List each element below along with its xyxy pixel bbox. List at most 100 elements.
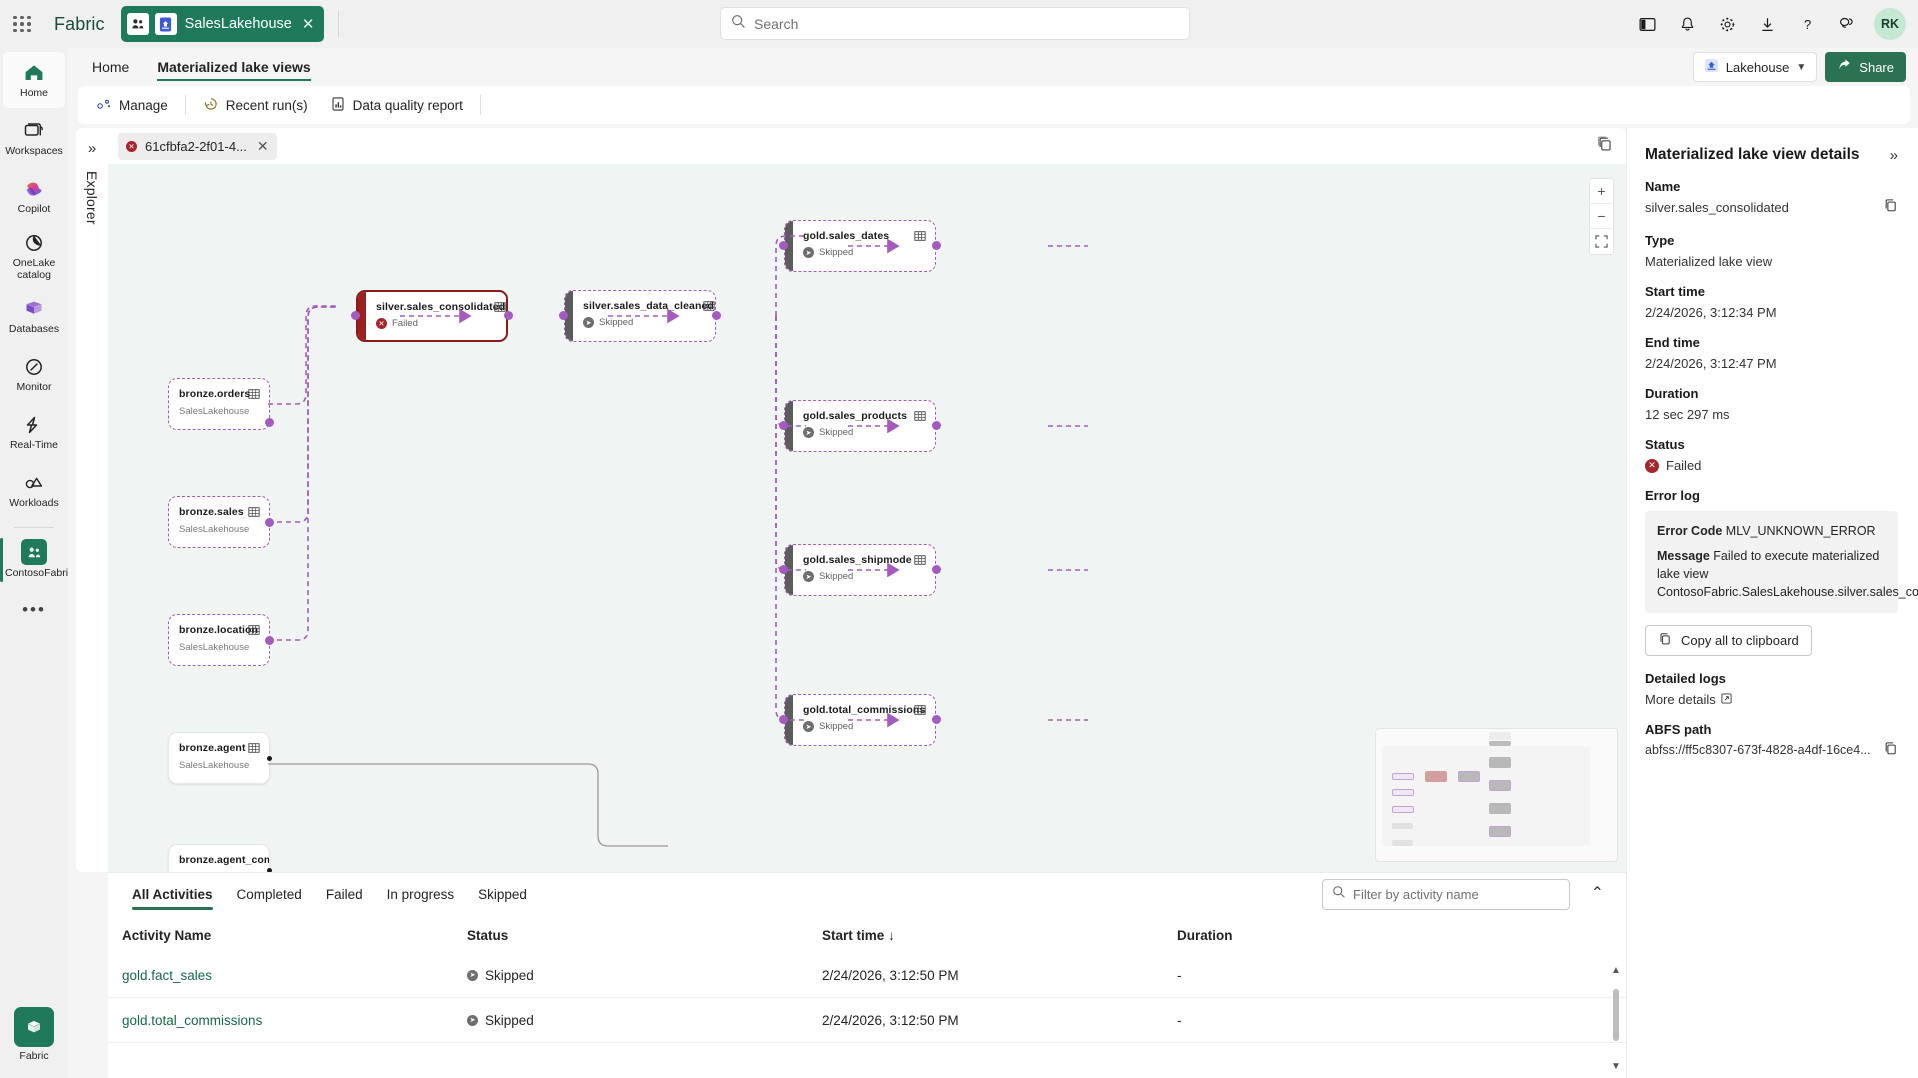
graph-node-gold-total-commissions[interactable]: gold.total_commissions ➤ Skipped (784, 694, 936, 746)
node-title: gold.sales_shipmode (803, 554, 912, 566)
activity-name-link[interactable]: gold.fact_sales (122, 967, 213, 983)
duration-cell: - (1177, 967, 1182, 983)
scrollbar-thumb[interactable] (1613, 989, 1619, 1041)
sidebar-item-workloads[interactable]: Workloads (3, 463, 65, 519)
graph-node-gold-sales-shipmode[interactable]: gold.sales_shipmode ➤ Skipped (784, 544, 936, 596)
page-header: Home Materialized lake views Manage Rece… (68, 48, 1918, 124)
workspace-icon (126, 13, 149, 35)
feedback-icon[interactable] (1828, 5, 1866, 43)
copy-icon[interactable] (1883, 741, 1898, 761)
activity-filter-box[interactable] (1322, 879, 1570, 910)
minimap-viewport[interactable] (1382, 746, 1590, 846)
tab-completed[interactable]: Completed (236, 886, 302, 902)
notifications-bell-icon[interactable] (1668, 5, 1706, 43)
activity-scrollbar[interactable]: ▲ ▼ (1610, 965, 1622, 1072)
graph-node-bronze-agent-commission[interactable]: bronze.agent_commissio... SalesLakehouse (168, 844, 270, 872)
lakehouse-selector[interactable]: Lakehouse ▼ (1692, 52, 1818, 82)
sidebar-item-label: OneLake catalog (12, 257, 56, 281)
graph-node-silver-sales-consolidated[interactable]: silver.sales_consolidated ✕ Failed (356, 290, 508, 342)
zoom-in-button[interactable]: + (1590, 179, 1613, 204)
share-button[interactable]: Share (1825, 52, 1906, 82)
column-header-status[interactable]: Status (467, 927, 509, 943)
activity-panel: All Activities Completed Failed In progr… (108, 872, 1626, 1078)
table-icon (248, 387, 260, 405)
lineage-graph-canvas[interactable]: + − (108, 164, 1626, 872)
panel-toggle-icon[interactable] (1628, 5, 1666, 43)
recent-runs-button[interactable]: Recent run(s) (193, 91, 318, 119)
node-status-label: Skipped (819, 571, 854, 582)
fabric-badge-icon[interactable] (14, 1007, 54, 1047)
fit-to-screen-button[interactable] (1590, 229, 1613, 254)
start-time-cell: 2/24/2026, 3:12:50 PM (822, 1012, 959, 1028)
help-icon[interactable]: ? (1788, 5, 1826, 43)
sidebar-item-contosofabric[interactable]: ContosoFabric (0, 532, 73, 588)
status-badge: ➤ Skipped (467, 968, 822, 983)
download-icon[interactable] (1748, 5, 1786, 43)
table-row[interactable]: gold.fact_sales ➤ Skipped 2/24/2026, 3:1… (108, 953, 1626, 998)
scroll-up-icon[interactable]: ▲ (1611, 965, 1621, 976)
graph-node-bronze-sales[interactable]: bronze.sales SalesLakehouse (168, 496, 270, 548)
collapse-panel-icon[interactable]: ⌃ (1590, 885, 1604, 902)
column-header-duration[interactable]: Duration (1177, 927, 1233, 943)
error-message-key: Message (1657, 549, 1710, 564)
node-port (932, 421, 941, 430)
activity-filter-input[interactable] (1353, 887, 1560, 902)
node-status-label: Skipped (819, 427, 854, 438)
tab-skipped[interactable]: Skipped (478, 886, 527, 902)
column-header-start-time[interactable]: Start time ↓ (822, 927, 895, 943)
artifact-tab-label: SalesLakehouse (184, 16, 292, 32)
graph-node-bronze-agent[interactable]: bronze.agent SalesLakehouse (168, 732, 270, 784)
sidebar-item-workspaces[interactable]: Workspaces (3, 110, 65, 166)
tab-home[interactable]: Home (92, 59, 130, 75)
sidebar-item-monitor[interactable]: Monitor (3, 347, 65, 403)
scroll-down-icon[interactable]: ▼ (1611, 1061, 1621, 1072)
copy-all-to-clipboard-button[interactable]: Copy all to clipboard (1645, 624, 1812, 656)
graph-node-silver-sales-data-cleaned[interactable]: silver.sales_data_cleaned ➤ Skipped (564, 290, 716, 342)
sidebar-item-copilot[interactable]: Copilot (3, 168, 65, 224)
tab-all-activities[interactable]: All Activities (122, 877, 223, 914)
close-icon[interactable]: ✕ (256, 137, 269, 154)
tab-in-progress[interactable]: In progress (386, 886, 455, 902)
error-log-label: Error log (1645, 488, 1700, 503)
run-tab[interactable]: ✕ 61cfbfa2-2f01-4... ✕ (118, 132, 277, 160)
activity-name-link[interactable]: gold.total_commissions (122, 1012, 263, 1028)
home-icon (25, 65, 43, 80)
copy-icon[interactable] (1596, 135, 1614, 158)
node-body: gold.sales_dates ➤ Skipped (793, 221, 935, 271)
abfs-path-label: ABFS path (1645, 721, 1712, 737)
search-input[interactable] (754, 15, 1179, 32)
graph-node-bronze-orders[interactable]: bronze.orders SalesLakehouse (168, 378, 270, 430)
sidebar-item-databases[interactable]: Databases (3, 289, 65, 345)
expand-explorer-icon[interactable]: » (87, 140, 97, 157)
copy-icon[interactable] (1883, 198, 1898, 218)
avatar[interactable]: RK (1874, 8, 1906, 40)
graph-node-bronze-location[interactable]: bronze.location SalesLakehouse (168, 614, 270, 666)
graph-minimap[interactable] (1375, 728, 1618, 862)
divider (338, 11, 340, 37)
brand-title[interactable]: Fabric (54, 13, 105, 34)
sidebar-item-onelake-catalog[interactable]: OneLake catalog (3, 226, 65, 287)
graph-node-gold-sales-dates[interactable]: gold.sales_dates ➤ Skipped (784, 220, 936, 272)
table-row[interactable]: gold.total_commissions ➤ Skipped 2/24/20… (108, 998, 1626, 1043)
close-icon[interactable]: ✕ (301, 15, 315, 33)
zoom-out-button[interactable]: − (1590, 204, 1613, 229)
collapse-details-icon[interactable]: » (1889, 146, 1898, 164)
column-header-activity-name[interactable]: Activity Name (122, 927, 212, 943)
explorer-label[interactable]: Explorer (84, 171, 100, 225)
status-badge: ✕ Failed (1645, 458, 1898, 473)
sidebar-item-real-time[interactable]: Real-Time (3, 405, 65, 461)
tab-materialized-lake-views[interactable]: Materialized lake views (145, 54, 322, 82)
tab-failed[interactable]: Failed (325, 886, 363, 902)
gear-icon[interactable] (1708, 5, 1746, 43)
node-title: bronze.location (179, 624, 259, 636)
data-quality-report-button[interactable]: Data quality report (320, 91, 473, 119)
more-details-link[interactable]: More details (1645, 692, 1898, 707)
graph-node-gold-sales-products[interactable]: gold.sales_products ➤ Skipped (784, 400, 936, 452)
app-launcher-icon[interactable] (0, 0, 44, 48)
search-box[interactable] (720, 7, 1190, 40)
more-options-icon[interactable]: ••• (22, 599, 46, 619)
manage-button[interactable]: Manage (86, 91, 178, 119)
sidebar-item-label: Workspaces (5, 144, 63, 157)
sidebar-item-home[interactable]: Home (3, 52, 65, 108)
artifact-tab-saleslakehouse[interactable]: SalesLakehouse ✕ (120, 6, 325, 42)
